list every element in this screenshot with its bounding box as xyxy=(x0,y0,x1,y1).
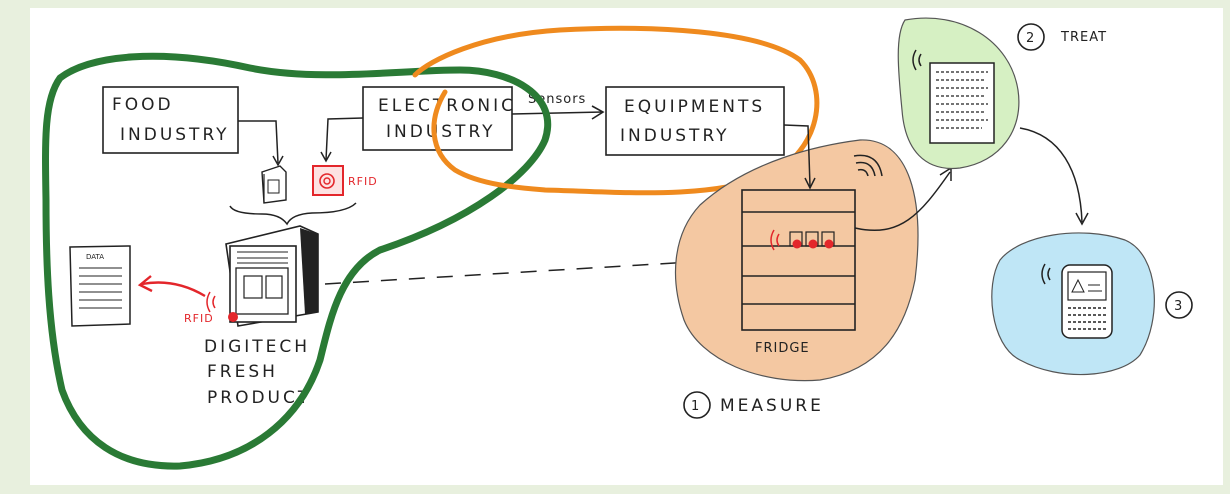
equipments-to-fridge-arrow xyxy=(783,124,811,187)
food-package-icon xyxy=(261,165,287,204)
step-treat: 2 TREAT xyxy=(1017,23,1107,51)
electronic-industry-label-1: ELECTRONIC xyxy=(378,96,516,116)
document-icon: DATA xyxy=(69,245,131,327)
orange-ecosystem-outline xyxy=(412,25,820,196)
smartphone-icon xyxy=(1061,264,1113,339)
data-doc-label: DATA xyxy=(86,253,104,261)
fridge-icon xyxy=(741,189,856,331)
equipments-industry-label-2: INDUSTRY xyxy=(620,126,730,146)
product-label-2: FRESH xyxy=(207,362,278,382)
step-3: 3 xyxy=(1165,291,1193,319)
product-label-3: PRODUCT xyxy=(207,388,311,408)
equipments-industry-label-1: EQUIPMENTS xyxy=(624,97,765,117)
rfid-tag-icon: RFID xyxy=(312,165,378,196)
fridge-to-treat-arrow xyxy=(854,171,951,232)
grouping-brace xyxy=(229,202,357,226)
electronic-industry-box: ELECTRONIC INDUSTRY xyxy=(362,86,516,151)
product-label-1: DIGITECH xyxy=(204,337,310,357)
phone-wifi-signal-icon xyxy=(1041,263,1051,285)
rfid-tag-label: RFID xyxy=(348,175,378,188)
product-rfid-label: RFID xyxy=(184,312,214,325)
product-box-icon xyxy=(225,225,319,327)
fridge-label: FRIDGE xyxy=(755,341,810,356)
product-wifi-signal-icon xyxy=(206,291,216,313)
step-measure: 1 MEASURE xyxy=(683,391,824,419)
green-ecosystem-outline xyxy=(42,52,552,470)
treat-wifi-signal-icon xyxy=(912,49,922,71)
data-arrow xyxy=(141,281,206,298)
step2-label: TREAT xyxy=(1060,30,1107,45)
report-document-icon xyxy=(929,62,995,144)
food-industry-label-1: FOOD xyxy=(112,95,174,115)
step2-number: 2 xyxy=(1026,31,1035,46)
electronic-to-rfid-arrow xyxy=(325,117,364,161)
electronic-industry-label-2: INDUSTRY xyxy=(386,122,496,142)
treat-to-phone-arrow xyxy=(1019,127,1083,223)
food-industry-box: FOOD INDUSTRY xyxy=(102,86,239,154)
fridge-blob xyxy=(674,139,919,382)
step1-label: MEASURE xyxy=(720,396,824,416)
food-to-package-arrow xyxy=(238,120,279,164)
step1-number: 1 xyxy=(691,399,700,414)
step3-number: 3 xyxy=(1174,299,1183,314)
fridge-wifi-signal-icon xyxy=(853,154,883,177)
food-industry-label-2: INDUSTRY xyxy=(120,125,230,145)
equipments-industry-box: EQUIPMENTS INDUSTRY xyxy=(605,86,785,156)
